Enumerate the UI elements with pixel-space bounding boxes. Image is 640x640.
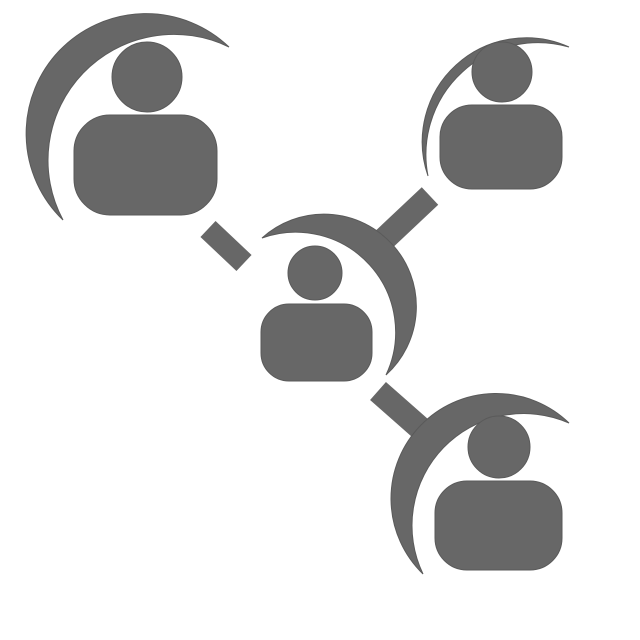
user-node-center xyxy=(260,213,417,382)
user-node-top-left xyxy=(25,13,230,221)
person-icon xyxy=(434,415,563,571)
person-icon xyxy=(439,41,563,190)
person-icon xyxy=(73,41,218,216)
connector-top-right xyxy=(369,187,439,254)
crescent-ring xyxy=(261,213,417,376)
crescent-ring xyxy=(390,393,570,575)
person-icon xyxy=(260,245,373,382)
connector-top-left xyxy=(200,221,252,271)
user-node-top-right xyxy=(421,37,570,190)
crescent-ring xyxy=(25,13,230,221)
connectors xyxy=(200,187,439,438)
user-node-bottom-right xyxy=(390,393,570,575)
connector-bottom-right xyxy=(370,381,428,438)
